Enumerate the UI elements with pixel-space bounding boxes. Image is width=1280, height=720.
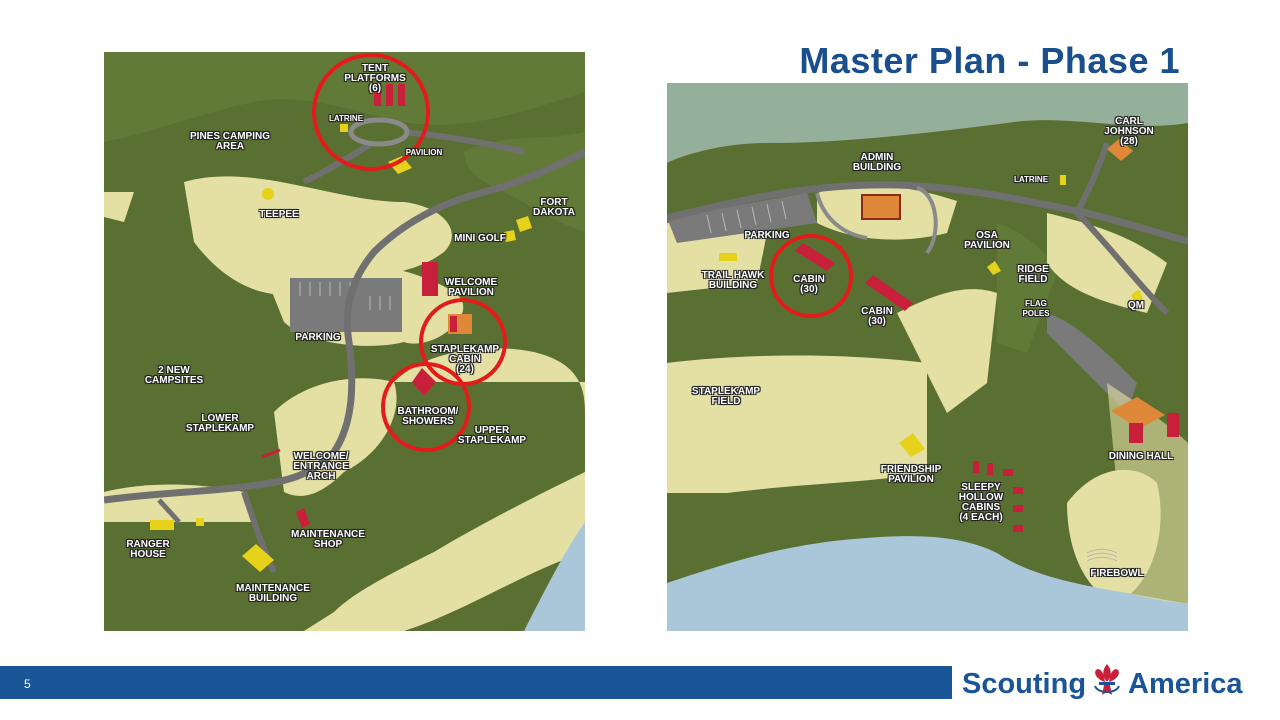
label-firebowl: FIREBOWL [1090, 568, 1144, 579]
label-pavilion: PAVILION [405, 148, 443, 157]
fleur-de-lis-icon [1090, 662, 1124, 706]
label-cabin-circled: CABIN(30) [793, 274, 825, 295]
brand-word-america: America [1128, 667, 1243, 700]
footer-bar [0, 666, 952, 699]
label-dining-hall: DINING HALL [1108, 451, 1174, 462]
label-cabin-second: CABIN(30) [861, 306, 893, 327]
slide-title: Master Plan - Phase 1 [799, 40, 1180, 81]
label-mini-golf: MINI GOLF [454, 233, 506, 244]
brand-word-scouting: Scouting [962, 667, 1087, 700]
label-bathroom-showers: BATHROOM/SHOWERS [397, 406, 459, 427]
label-qm: QM [1127, 300, 1145, 311]
label-parking-left: PARKING [295, 332, 341, 343]
label-latrine-right: LATRINE [1013, 175, 1049, 184]
brand-logo: Scouting America [962, 664, 1243, 704]
label-teepee: TEEPEE [259, 209, 299, 220]
label-latrine-left: LATRINE [328, 114, 364, 123]
left-map-terrain [104, 52, 585, 631]
page-number: 5 [24, 677, 31, 691]
right-map-terrain [667, 83, 1188, 631]
label-parking-right: PARKING [744, 230, 790, 241]
